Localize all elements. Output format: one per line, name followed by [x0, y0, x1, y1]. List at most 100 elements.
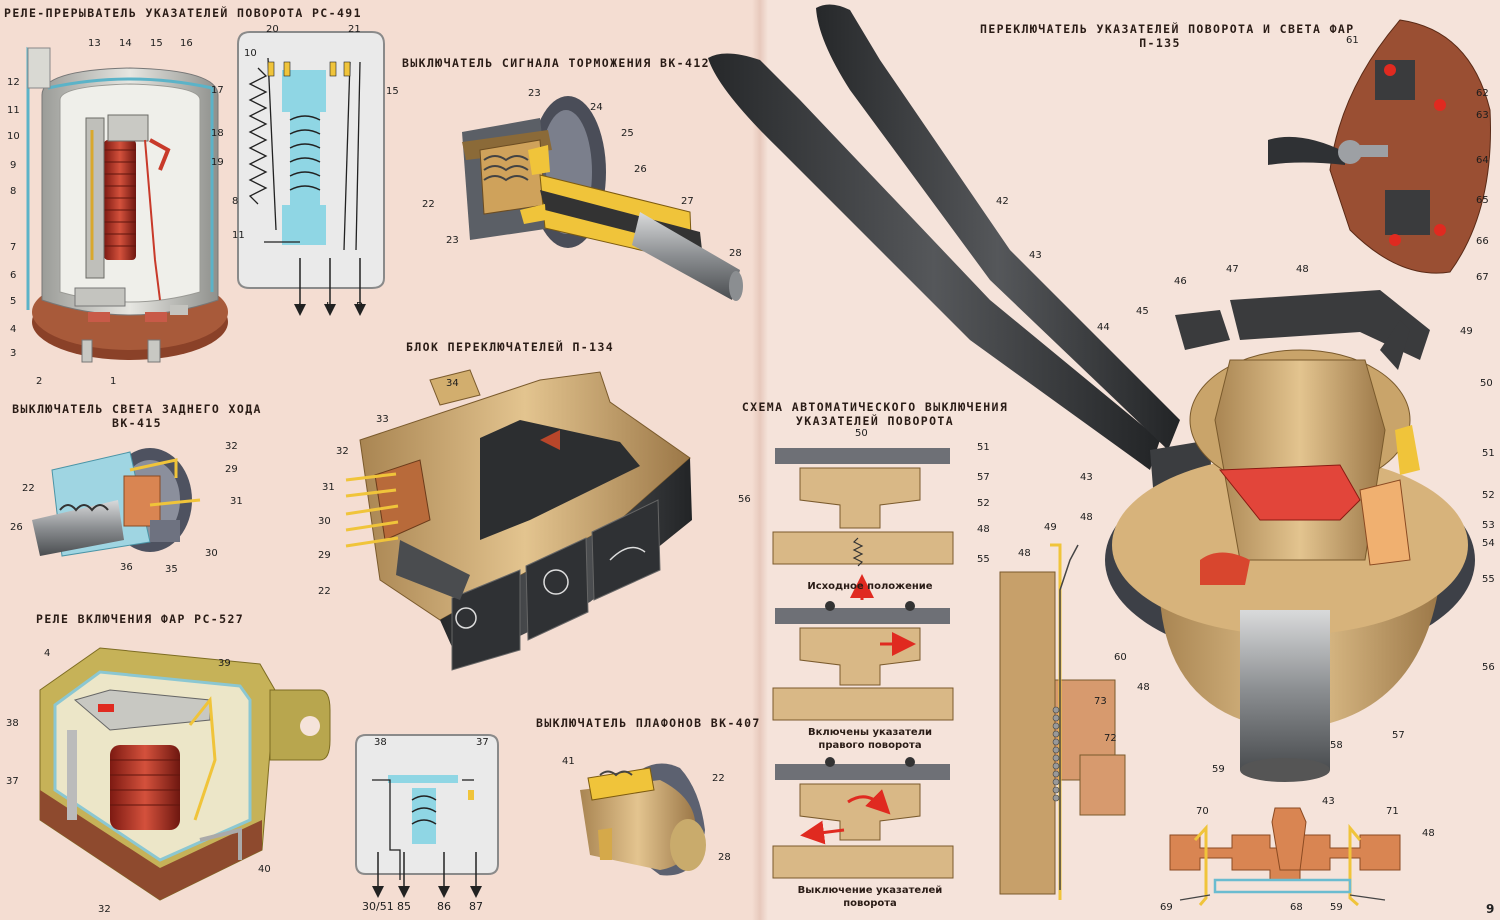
label: 19: [211, 157, 224, 168]
label: 50: [1480, 378, 1493, 389]
title-rs527: РЕЛЕ ВКЛЮЧЕНИЯ ФАР РС-527: [36, 612, 245, 626]
label: 58: [1330, 740, 1343, 751]
label: 25: [621, 128, 634, 139]
label: 59: [1212, 764, 1225, 775]
label: 18: [211, 128, 224, 139]
label: 48: [1296, 264, 1309, 275]
title-p135-line2: П-135: [1139, 36, 1181, 50]
label: 4: [44, 648, 51, 659]
label: 29: [318, 550, 331, 561]
label: 33: [376, 414, 389, 425]
label: 48: [1018, 548, 1031, 559]
label: 48: [977, 524, 990, 535]
label: 30: [205, 548, 218, 559]
label: 43: [1080, 472, 1093, 483]
label: 70: [1196, 806, 1209, 817]
label: 22: [22, 483, 35, 494]
caption-initial: Исходное положение: [807, 581, 933, 592]
label: 48: [1080, 512, 1093, 523]
label: 53: [1482, 520, 1495, 531]
label: 31: [322, 482, 335, 493]
caption-off-1: Выключение указателей: [797, 885, 943, 896]
label: 48: [1422, 828, 1435, 839]
title-p135-line1: ПЕРЕКЛЮЧАТЕЛЬ УКАЗАТЕЛЕЙ ПОВОРОТА И СВЕТ…: [980, 22, 1355, 36]
terminal-l: L: [326, 300, 333, 313]
label: 10: [7, 131, 20, 142]
title-vk415-line1: ВЫКЛЮЧАТЕЛЬ СВЕТА ЗАДНЕГО ХОДА: [12, 402, 262, 416]
label: 24: [590, 102, 603, 113]
label: 3: [10, 348, 17, 359]
label: 1: [110, 376, 117, 387]
label: 63: [1476, 110, 1489, 121]
label: 23: [528, 88, 541, 99]
label: 68: [1290, 902, 1303, 913]
label: 50: [855, 428, 868, 439]
label: 39: [218, 658, 231, 669]
label: 31: [230, 496, 243, 507]
label: 57: [977, 472, 990, 483]
rs527-relay-cutaway: [39, 647, 331, 901]
label: 35: [165, 564, 178, 575]
label: 17: [211, 85, 224, 96]
label: 67: [1476, 272, 1489, 283]
p134-switch-block: [345, 369, 692, 671]
title-p134: БЛОК ПЕРЕКЛЮЧАТЕЛЕЙ П-134: [406, 340, 615, 354]
caption-right-on-1: Включены указатели: [807, 727, 933, 738]
label: 37: [476, 737, 489, 748]
label: 11: [232, 230, 245, 241]
title-scheme-line1: СХЕМА АВТОМАТИЧЕСКОГО ВЫКЛЮЧЕНИЯ: [741, 400, 1009, 414]
label: 8: [232, 196, 239, 207]
book-spine: [752, 0, 768, 920]
title-scheme-line2: УКАЗАТЕЛЕЙ ПОВОРОТА: [795, 414, 955, 428]
label: 57: [1392, 730, 1405, 741]
label: 55: [1482, 574, 1495, 585]
label: 22: [318, 586, 331, 597]
label: 13: [88, 38, 101, 49]
label: 52: [977, 498, 990, 509]
label: 73: [1094, 696, 1107, 707]
label: 49: [1044, 522, 1057, 533]
label: 8: [10, 186, 17, 197]
label: 28: [729, 248, 742, 259]
label: 62: [1476, 88, 1489, 99]
label: 2: [36, 376, 43, 387]
label: 43: [1029, 250, 1042, 261]
label: 59: [1330, 902, 1343, 913]
label: 41: [562, 756, 575, 767]
label: 15: [386, 86, 399, 97]
rs491-schematic: [237, 31, 385, 316]
label: 38: [374, 737, 387, 748]
title-vk415-line2: ВК-415: [112, 416, 162, 430]
label: 22: [712, 773, 725, 784]
p135-inset: [1268, 19, 1491, 274]
label: 14: [119, 38, 132, 49]
title-rs491: РЕЛЕ-ПРЕРЫВАТЕЛЬ УКАЗАТЕЛЕЙ ПОВОРОТА РС-…: [4, 6, 362, 20]
label: 48: [1137, 682, 1150, 693]
label: 42: [996, 196, 1009, 207]
label: 22: [422, 199, 435, 210]
label: 30: [318, 516, 331, 527]
label: 20: [266, 24, 279, 35]
section-view-b: [1169, 807, 1401, 907]
label: 16: [180, 38, 193, 49]
label: 37: [6, 776, 19, 787]
title-vk412: ВЫКЛЮЧАТЕЛЬ СИГНАЛА ТОРМОЖЕНИЯ ВК-412: [402, 56, 710, 70]
label: 47: [1226, 264, 1239, 275]
label: 55: [977, 554, 990, 565]
label: 5: [10, 296, 17, 307]
label: 28: [718, 852, 731, 863]
label: 34: [446, 378, 459, 389]
label: 51: [1482, 448, 1495, 459]
label: 26: [634, 164, 647, 175]
label: 26: [10, 522, 23, 533]
p135-levers: [708, 4, 1215, 575]
section-view-a: [999, 543, 1126, 900]
label: 45: [1136, 306, 1149, 317]
page-number: 9: [1486, 902, 1495, 916]
label: 43: [1322, 796, 1335, 807]
label: 60: [1114, 652, 1127, 663]
label: 46: [1174, 276, 1187, 287]
label: 49: [1460, 326, 1473, 337]
